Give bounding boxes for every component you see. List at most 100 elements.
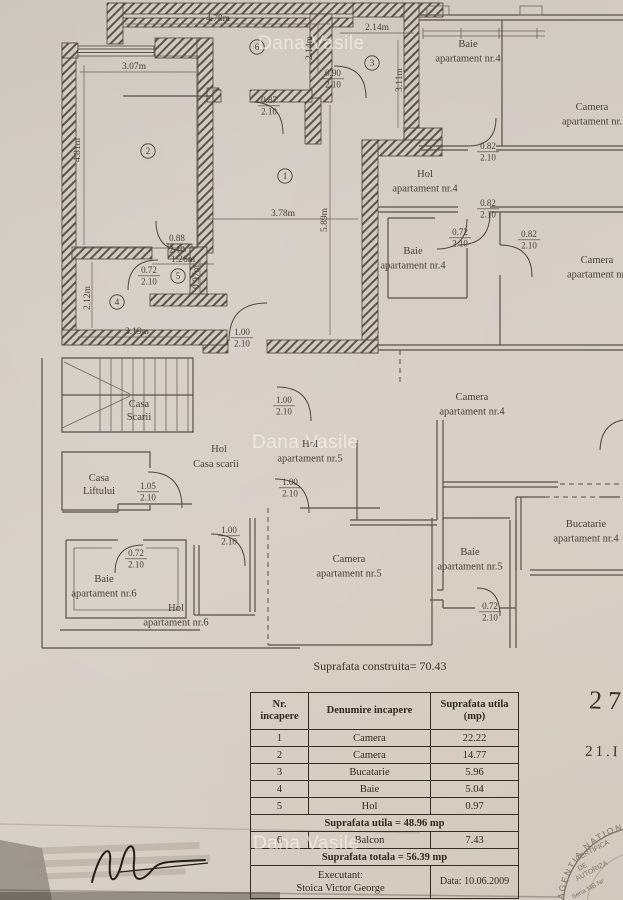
- room-number-5: 5: [170, 268, 186, 284]
- door-label-1-00b: 1.002.10: [273, 395, 295, 417]
- svg-text:2.10: 2.10: [480, 210, 496, 220]
- door-label-1-00a: 1.002.10: [231, 327, 253, 349]
- door-label-0-72c: 0.72 2.10: [125, 548, 147, 570]
- table-row: 4 Baie 5.04: [250, 780, 519, 798]
- executant-cell: Executant: Stoica Victor George: [250, 865, 431, 899]
- svg-text:4: 4: [115, 297, 120, 307]
- door-label-0-72b: 0.72 2.10: [138, 265, 160, 287]
- cell-area: 0.97: [430, 797, 519, 815]
- dim-room2-depth: 4.81m: [73, 137, 83, 162]
- svg-text:0.72: 0.72: [141, 265, 157, 275]
- signature: [91, 845, 209, 883]
- dim-hall-width: 1.26m: [171, 255, 196, 265]
- svg-text:0.72: 0.72: [128, 548, 144, 558]
- door-size-labels: 0.90 2.10 0.872.10 0.82 2.10 0.82 2.10 0.72…: [125, 68, 540, 623]
- svg-text:0.82: 0.82: [521, 229, 537, 239]
- balcony-row: 6 Balcon 7.43: [250, 831, 519, 849]
- svg-text:2.10: 2.10: [482, 613, 498, 623]
- cell-nr: 1: [250, 729, 309, 747]
- cell-name: Bucatarie: [308, 763, 431, 781]
- room-number-1: 1: [277, 168, 293, 184]
- svg-text:2.10: 2.10: [169, 245, 185, 255]
- svg-text:2.10: 2.10: [521, 241, 537, 251]
- dim-balcony-depth: 2.14m: [305, 35, 315, 60]
- col-header-name: Denumire incapere: [308, 692, 431, 730]
- svg-text:1.00: 1.00: [221, 525, 237, 535]
- cell-name: Hol: [308, 797, 431, 815]
- cell-name: Camera: [308, 729, 431, 747]
- door-label-0-87: 0.872.10: [258, 95, 280, 117]
- dim-room1-width: 3.78m: [271, 209, 296, 219]
- svg-text:1.05: 1.05: [140, 481, 156, 491]
- svg-text:2: 2: [146, 146, 151, 156]
- table-row: 2 Camera 14.77: [250, 746, 519, 764]
- door-label-1-05: 1.052.10: [137, 481, 159, 503]
- built-area-caption: Suprafata construita= 70.43: [313, 659, 447, 673]
- door-label-0-82a: 0.82 2.10: [477, 141, 499, 163]
- col-header-nr: Nr. incapere: [250, 692, 309, 730]
- svg-text:1.00: 1.00: [282, 477, 298, 487]
- subtotal-cell: Suprafata utila = 48.96 mp: [250, 814, 519, 832]
- door-label-0-72d: 0.722.10: [479, 601, 501, 623]
- area-table: Nr. incapere Denumire incapere Suprafata…: [250, 692, 519, 899]
- svg-text:2.10: 2.10: [261, 107, 277, 117]
- total-row: Suprafata totala = 56.39 mp: [250, 848, 519, 866]
- handwritten-number-bottom: 21.I: [584, 743, 621, 761]
- staircase: [61, 357, 194, 433]
- svg-text:1: 1: [283, 171, 288, 181]
- window-glass-lines: [75, 48, 199, 249]
- svg-text:0.82: 0.82: [480, 198, 496, 208]
- svg-text:2.10: 2.10: [452, 239, 468, 249]
- door-label-0-88: 0.882.10: [166, 233, 188, 255]
- door-label-0-72a: 0.72 2.10: [449, 227, 471, 249]
- cell-area: 22.22: [430, 729, 519, 747]
- cell-name: Camera: [308, 746, 431, 764]
- svg-text:2.10: 2.10: [128, 560, 144, 570]
- dim-bath-width: 3.19m: [125, 327, 150, 337]
- svg-text:0.90: 0.90: [325, 68, 341, 78]
- svg-text:2.10: 2.10: [480, 153, 496, 163]
- table-footer-row: Executant: Stoica Victor George Data: 10…: [250, 865, 519, 899]
- date-cell: Data: 10.06.2009: [430, 865, 519, 899]
- dim-balcony-width: 2.14m: [365, 23, 390, 33]
- total-cell: Suprafata totala = 56.39 mp: [250, 848, 519, 866]
- svg-text:5: 5: [176, 271, 181, 281]
- window-marker: [426, 5, 450, 16]
- svg-text:2.10: 2.10: [141, 277, 157, 287]
- svg-text:0.82: 0.82: [480, 141, 496, 151]
- door-label-0-82b: 0.82 2.10: [477, 198, 499, 220]
- cell-name: Balcon: [308, 831, 431, 849]
- svg-text:2.10: 2.10: [325, 80, 341, 90]
- dimension-lines: [78, 22, 414, 338]
- door-label-1-00d: 1.002.10: [218, 525, 240, 547]
- col-header-area: Suprafata utila (mp): [430, 692, 519, 730]
- cell-area: 7.43: [430, 831, 519, 849]
- partition-walls: [41, 5, 623, 649]
- window-marker: [519, 5, 543, 16]
- svg-text:0.72: 0.72: [452, 227, 468, 237]
- dim-room2-width: 3.07m: [122, 62, 147, 72]
- executant-name: Stoica Victor George: [296, 883, 385, 894]
- dim-room1-depth: 5.89m: [320, 207, 330, 232]
- svg-text:1.00: 1.00: [276, 395, 292, 405]
- stamp-line2: DE: [577, 862, 589, 873]
- hatched-walls: [61, 2, 444, 354]
- window-band: [77, 45, 155, 57]
- room-number-3: 3: [364, 55, 380, 71]
- cell-area: 5.04: [430, 780, 519, 798]
